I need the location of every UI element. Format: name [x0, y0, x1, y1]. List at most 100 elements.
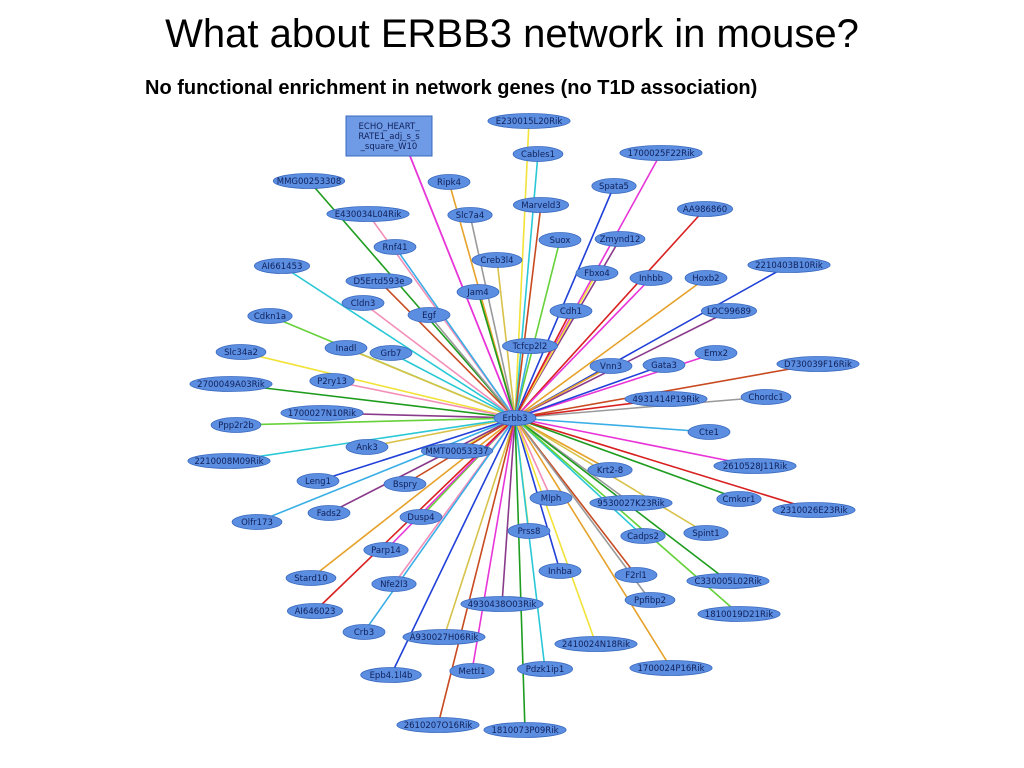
svg-text:MMG00253308: MMG00253308 [277, 177, 342, 187]
node-fbxo4: Fbxo4 [575, 265, 619, 281]
node-e430034l04rik: E430034L04Rik [326, 206, 410, 222]
svg-text:A930027H06Rik: A930027H06Rik [410, 633, 479, 643]
svg-text:RATE1_adj_s_s: RATE1_adj_s_s [358, 132, 420, 142]
svg-text:Mlph: Mlph [541, 494, 561, 504]
slide-title: What about ERBB3 network in mouse? [165, 12, 859, 56]
edge-cldn3 [362, 302, 516, 419]
svg-text:Spint1: Spint1 [692, 529, 719, 539]
edge-parp14 [385, 417, 516, 551]
svg-text:Cadps2: Cadps2 [627, 532, 659, 542]
svg-text:Inhba: Inhba [548, 567, 572, 577]
node-2610528j11rik: 2610528J11Rik [713, 458, 797, 474]
svg-text:C330005L02Rik: C330005L02Rik [694, 577, 761, 587]
svg-text:Cdh1: Cdh1 [560, 307, 582, 317]
node-cdh1: Cdh1 [549, 303, 593, 319]
edge-olfr173 [256, 417, 516, 523]
node-mmg00253308: MMG00253308 [272, 173, 346, 189]
svg-text:Bspry: Bspry [393, 480, 417, 490]
node-creb3l4: Creb3l4 [471, 252, 523, 268]
svg-text:Ank3: Ank3 [356, 443, 378, 453]
svg-text:Ripk4: Ripk4 [437, 178, 461, 188]
svg-text:AI646023: AI646023 [295, 607, 336, 617]
svg-text:Tcfcp2l2: Tcfcp2l2 [512, 342, 548, 352]
edge-leng1 [317, 417, 516, 482]
svg-text:2610528J11Rik: 2610528J11Rik [723, 462, 787, 472]
svg-text:AI661453: AI661453 [262, 262, 303, 272]
svg-text:Fbxo4: Fbxo4 [584, 269, 610, 279]
edge-mettl1 [471, 417, 516, 672]
node-slc34a2: Slc34a2 [215, 344, 267, 360]
node-mmt00053337: MMT00053337 [420, 443, 494, 459]
svg-text:2700049A03Rik: 2700049A03Rik [197, 380, 265, 390]
svg-text:Zmynd12: Zmynd12 [600, 235, 641, 245]
edge-aa986860 [514, 208, 706, 419]
node-prss8: Prss8 [507, 523, 551, 539]
edge-hoxb2 [514, 277, 707, 419]
svg-text:1700025F22Rik: 1700025F22Rik [628, 149, 695, 159]
node-leng1: Leng1 [296, 473, 340, 489]
svg-text:2410024N18Rik: 2410024N18Rik [562, 640, 630, 650]
slide-subtitle: No functional enrichment in network gene… [145, 77, 758, 99]
svg-text:Slc7a4: Slc7a4 [456, 211, 484, 221]
svg-text:2610207O16Rik: 2610207O16Rik [404, 721, 473, 731]
node-slc7a4: Slc7a4 [447, 207, 493, 223]
svg-text:Pdzk1ip1: Pdzk1ip1 [526, 665, 564, 675]
node-krt2-8: Krt2-8 [587, 462, 633, 478]
svg-text:MMT00053337: MMT00053337 [425, 447, 488, 457]
node-hoxb2: Hoxb2 [684, 270, 728, 286]
node-marveld3: Marveld3 [513, 197, 570, 213]
node-ripk4: Ripk4 [427, 174, 471, 190]
edge-cte1 [514, 417, 710, 433]
svg-text:1810019D21Rik: 1810019D21Rik [705, 610, 773, 620]
node-olfr173: Olfr173 [231, 514, 283, 530]
edge-grb7 [390, 352, 516, 419]
svg-text:Marveld3: Marveld3 [521, 201, 560, 211]
node-1810073p09rik: 1810073P09Rik [483, 722, 567, 738]
edge-marveld3 [514, 204, 542, 419]
node-aa986860: AA986860 [677, 201, 734, 217]
edge-ank3 [366, 417, 516, 448]
node-inhbb: Inhbb [629, 270, 673, 286]
node-loc99689: LOC99689 [701, 303, 758, 319]
svg-text:Hoxb2: Hoxb2 [692, 274, 719, 284]
node-c330005l02rik: C330005L02Rik [686, 573, 770, 589]
svg-text:Ppfibp2: Ppfibp2 [634, 596, 666, 606]
edge-cmkor1 [514, 417, 740, 500]
svg-text:Mettl1: Mettl1 [459, 667, 486, 677]
node-cmkor1: Cmkor1 [716, 491, 762, 507]
node-zmynd12: Zmynd12 [594, 231, 646, 247]
edge-fads2 [328, 417, 516, 514]
node-2410024n18rik: 2410024N18Rik [554, 636, 638, 652]
node-crb3: Crb3 [342, 624, 386, 640]
svg-text:Cldn3: Cldn3 [351, 299, 376, 309]
node-mettl1: Mettl1 [449, 663, 495, 679]
svg-text:LOC99689: LOC99689 [707, 307, 751, 317]
edge-e230015l20rik [514, 120, 530, 419]
svg-text:4930438O03Rik: 4930438O03Rik [468, 600, 537, 610]
svg-text:Rnf41: Rnf41 [382, 243, 407, 253]
edge-slc7a4 [469, 214, 516, 419]
svg-text:Vnn3: Vnn3 [600, 362, 622, 372]
node-cdkn1a: Cdkn1a [247, 308, 293, 324]
svg-text:Nfe2l3: Nfe2l3 [380, 580, 408, 590]
svg-text:Cdkn1a: Cdkn1a [254, 312, 286, 322]
hub-node-erbb3: Erbb3 [493, 410, 537, 426]
node-parp14: Parp14 [363, 542, 409, 558]
svg-text:Inhbb: Inhbb [639, 274, 663, 284]
edge-tcfcp2l2 [514, 345, 531, 419]
node-suox: Suox [538, 232, 582, 248]
trait-node: ECHO_HEART_RATE1_adj_s_s_square_W10 [345, 115, 433, 157]
node-2310026e23rik: 2310026E23Rik [772, 502, 856, 518]
node-2210403b10rik: 2210403B10Rik [747, 257, 831, 273]
svg-text:AA986860: AA986860 [683, 205, 727, 215]
node-inadl: Inadl [324, 340, 368, 356]
edge-4930438o03rik [501, 417, 516, 605]
svg-text:Krt2-8: Krt2-8 [597, 466, 623, 476]
edge-slc34a2 [240, 351, 516, 419]
node-ai646023: AI646023 [286, 603, 343, 619]
svg-text:D5Ertd593e: D5Ertd593e [354, 277, 405, 287]
svg-text:Emx2: Emx2 [704, 349, 728, 359]
edge-gata3 [514, 364, 665, 419]
